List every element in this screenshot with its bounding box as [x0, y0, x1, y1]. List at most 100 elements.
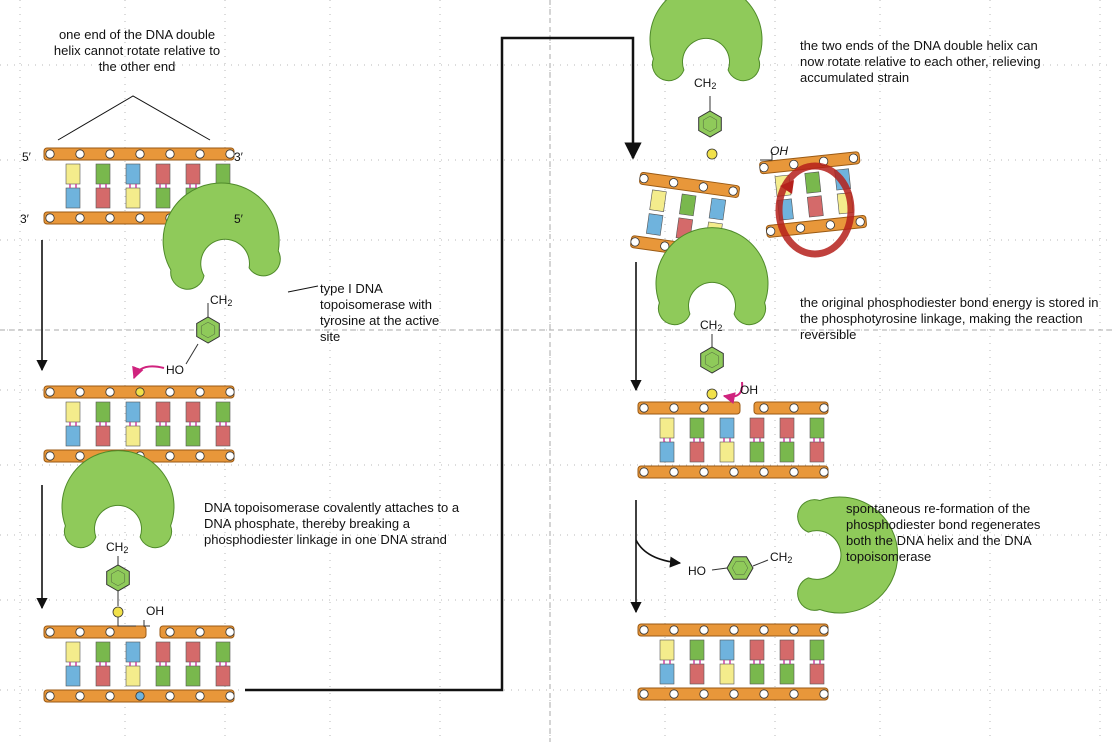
dna-helix-step3 — [43, 625, 235, 703]
phosphate — [45, 387, 55, 397]
tyrosine-ring-inner — [111, 569, 125, 587]
attack-arrow-step5 — [722, 381, 744, 404]
phosphate — [698, 182, 708, 192]
phosphate — [195, 627, 205, 637]
base — [215, 665, 231, 687]
attack-arrow-step2 — [132, 365, 165, 380]
phosphate — [195, 149, 205, 159]
release-arrow — [635, 539, 682, 568]
base — [185, 425, 201, 447]
dna-helix-step5 — [637, 401, 829, 479]
dna-helix-step2 — [43, 385, 235, 463]
phosphate — [630, 237, 640, 247]
base — [659, 663, 675, 685]
topoisomerase-enzyme — [162, 182, 281, 290]
topoisomerase-enzymes — [61, 0, 899, 627]
enzyme-step4 — [649, 0, 763, 82]
base — [809, 639, 825, 661]
tyrosine-ring-inner — [731, 561, 749, 575]
three-prime-label-bottom: 3′ — [20, 212, 29, 226]
phosphate — [759, 625, 769, 635]
phosphate — [165, 627, 175, 637]
phosphate — [105, 627, 115, 637]
caption-step1: one end of the DNA double helix cannot r… — [53, 27, 221, 74]
phosphate — [819, 403, 829, 413]
base — [185, 665, 201, 687]
phosphate — [135, 691, 145, 701]
enzyme-step6 — [797, 496, 899, 614]
topoisomerase-enzyme — [797, 496, 899, 614]
phosphate — [75, 387, 85, 397]
base — [65, 641, 81, 663]
phosphate — [759, 467, 769, 477]
base — [125, 641, 141, 663]
base — [65, 665, 81, 687]
phosphate — [789, 159, 799, 170]
base — [809, 663, 825, 685]
rotation-arrowhead — [780, 180, 794, 194]
base — [659, 639, 675, 661]
base — [659, 441, 675, 463]
phosphate — [819, 689, 829, 699]
phosphate — [639, 403, 649, 413]
phosphate — [225, 451, 235, 461]
base — [708, 197, 727, 221]
tyrosine-ring-inner — [201, 321, 215, 339]
base — [155, 641, 171, 663]
base — [689, 639, 705, 661]
base — [215, 425, 231, 447]
ch2-label-step5: CH2 — [700, 318, 723, 333]
base — [155, 665, 171, 687]
base — [65, 187, 81, 209]
ch2-label-step6: CH2 — [770, 550, 793, 565]
phosphate — [759, 403, 769, 413]
caption-bracket — [57, 95, 211, 141]
five-prime-label-bottom: 5′ — [234, 212, 243, 226]
topoisomerase-enzyme — [61, 450, 175, 549]
phosphate — [729, 689, 739, 699]
base — [659, 417, 675, 439]
base — [689, 441, 705, 463]
phosphotyrosine-link — [706, 148, 718, 160]
tyrosine-ring — [106, 564, 130, 592]
phosphate — [789, 625, 799, 635]
base — [125, 187, 141, 209]
phosphate — [45, 627, 55, 637]
phosphate — [225, 387, 235, 397]
phosphate — [789, 689, 799, 699]
oh-bond — [185, 343, 199, 365]
base — [749, 663, 765, 685]
oh-bond — [143, 620, 150, 627]
base — [95, 665, 111, 687]
base — [155, 425, 171, 447]
phosphate — [759, 689, 769, 699]
base — [719, 663, 735, 685]
tyrosine-ring — [698, 110, 722, 138]
phosphate — [729, 625, 739, 635]
phosphate — [75, 451, 85, 461]
phosphate — [669, 178, 679, 188]
base — [719, 417, 735, 439]
caption-step4: the two ends of the DNA double helix can… — [800, 38, 1041, 85]
ch2-label-step3: CH2 — [106, 540, 129, 555]
phosphate — [789, 403, 799, 413]
dna-helix-step6 — [637, 623, 829, 701]
base — [95, 401, 111, 423]
phosphate — [195, 691, 205, 701]
phosphate — [225, 627, 235, 637]
base — [125, 425, 141, 447]
tyrosine-ring — [196, 316, 220, 344]
base — [719, 441, 735, 463]
base — [155, 187, 171, 209]
base — [719, 639, 735, 661]
tyrosine-ring-inner — [705, 351, 719, 369]
base — [65, 163, 81, 185]
base — [649, 189, 667, 212]
enzyme-step3 — [61, 450, 175, 549]
phosphate — [165, 451, 175, 461]
phosphate — [825, 220, 835, 230]
tyrosine-ring-inner — [703, 115, 717, 133]
caption-step3: DNA topoisomerase covalently attaches to… — [204, 500, 460, 547]
